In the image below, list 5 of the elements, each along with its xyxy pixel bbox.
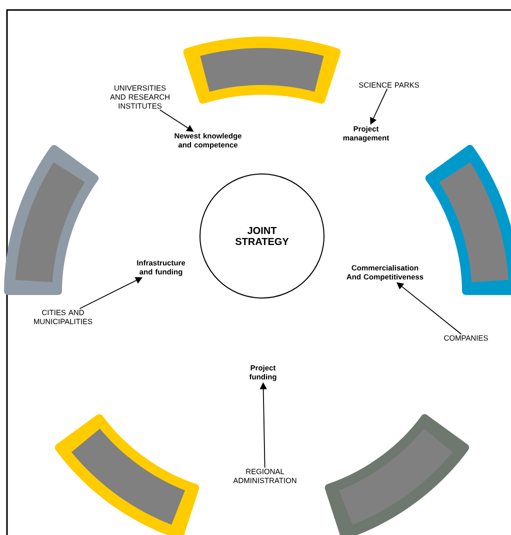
ring-segment <box>54 414 200 535</box>
ring-segment <box>183 36 341 104</box>
ring-segment <box>4 144 99 296</box>
ring-segment <box>425 144 511 295</box>
ring-segment <box>324 414 470 535</box>
